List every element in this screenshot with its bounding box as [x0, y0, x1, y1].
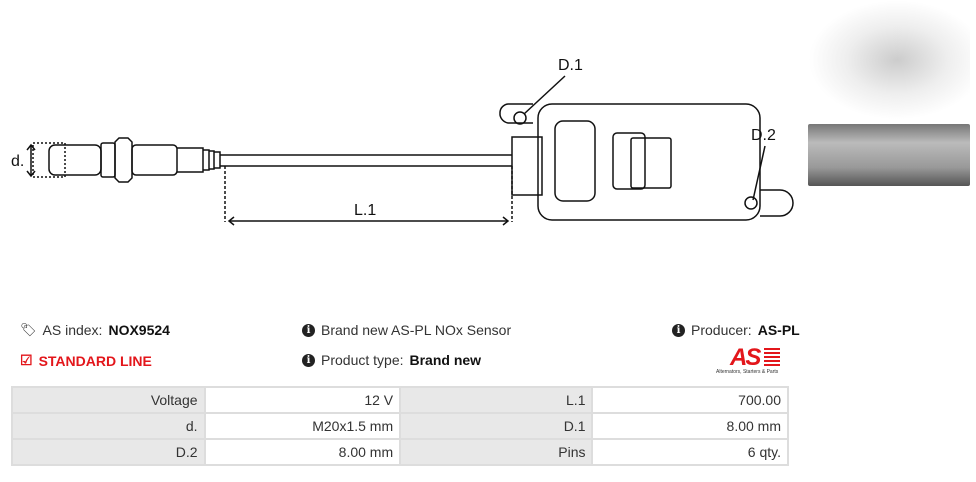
- info-icon: i: [302, 323, 315, 337]
- spec-value: 700.00: [591, 386, 789, 414]
- spec-label: L.1: [399, 386, 594, 414]
- description: i Brand new AS-PL NOx Sensor: [302, 322, 511, 338]
- spec-value: 6 qty.: [591, 438, 789, 466]
- as-pl-logo: AS Alternators, Starters & Parts: [716, 344, 780, 375]
- product-type: i Product type:Brand new: [302, 352, 481, 368]
- spec-value: 8.00 mm: [591, 412, 789, 440]
- spec-label: Voltage: [11, 386, 206, 414]
- spec-label: Pins: [399, 438, 594, 466]
- spec-value: M20x1.5 mm: [203, 412, 402, 440]
- info-icon: i: [302, 353, 315, 367]
- spec-label: D.2: [11, 438, 206, 466]
- control-unit: [499, 103, 794, 221]
- d1-label: D.1: [558, 57, 583, 74]
- as-index: 🏷 AS index:NOX9524: [20, 322, 170, 338]
- info-icon: i: [672, 323, 685, 337]
- cable: [220, 154, 512, 167]
- probe: [32, 137, 221, 183]
- standard-line-badge: ☑ STANDARD LINE: [20, 352, 152, 369]
- checkbox-icon: ☑: [20, 352, 33, 368]
- spec-label: d.: [11, 412, 206, 440]
- producer: i Producer:AS-PL: [672, 322, 800, 338]
- product-photo[interactable]: [808, 0, 970, 120]
- spec-value: 8.00 mm: [203, 438, 402, 466]
- connector-photo[interactable]: [808, 124, 970, 186]
- tags-icon: 🏷: [20, 322, 37, 337]
- spec-value: 12 V: [203, 386, 402, 414]
- d-label: d.: [11, 153, 24, 170]
- d2-label: D.2: [751, 127, 776, 144]
- l1-label: L.1: [354, 202, 376, 219]
- sensor-diagram: d. L.1 D.1 D.2: [11, 57, 794, 226]
- spec-label: D.1: [399, 412, 594, 440]
